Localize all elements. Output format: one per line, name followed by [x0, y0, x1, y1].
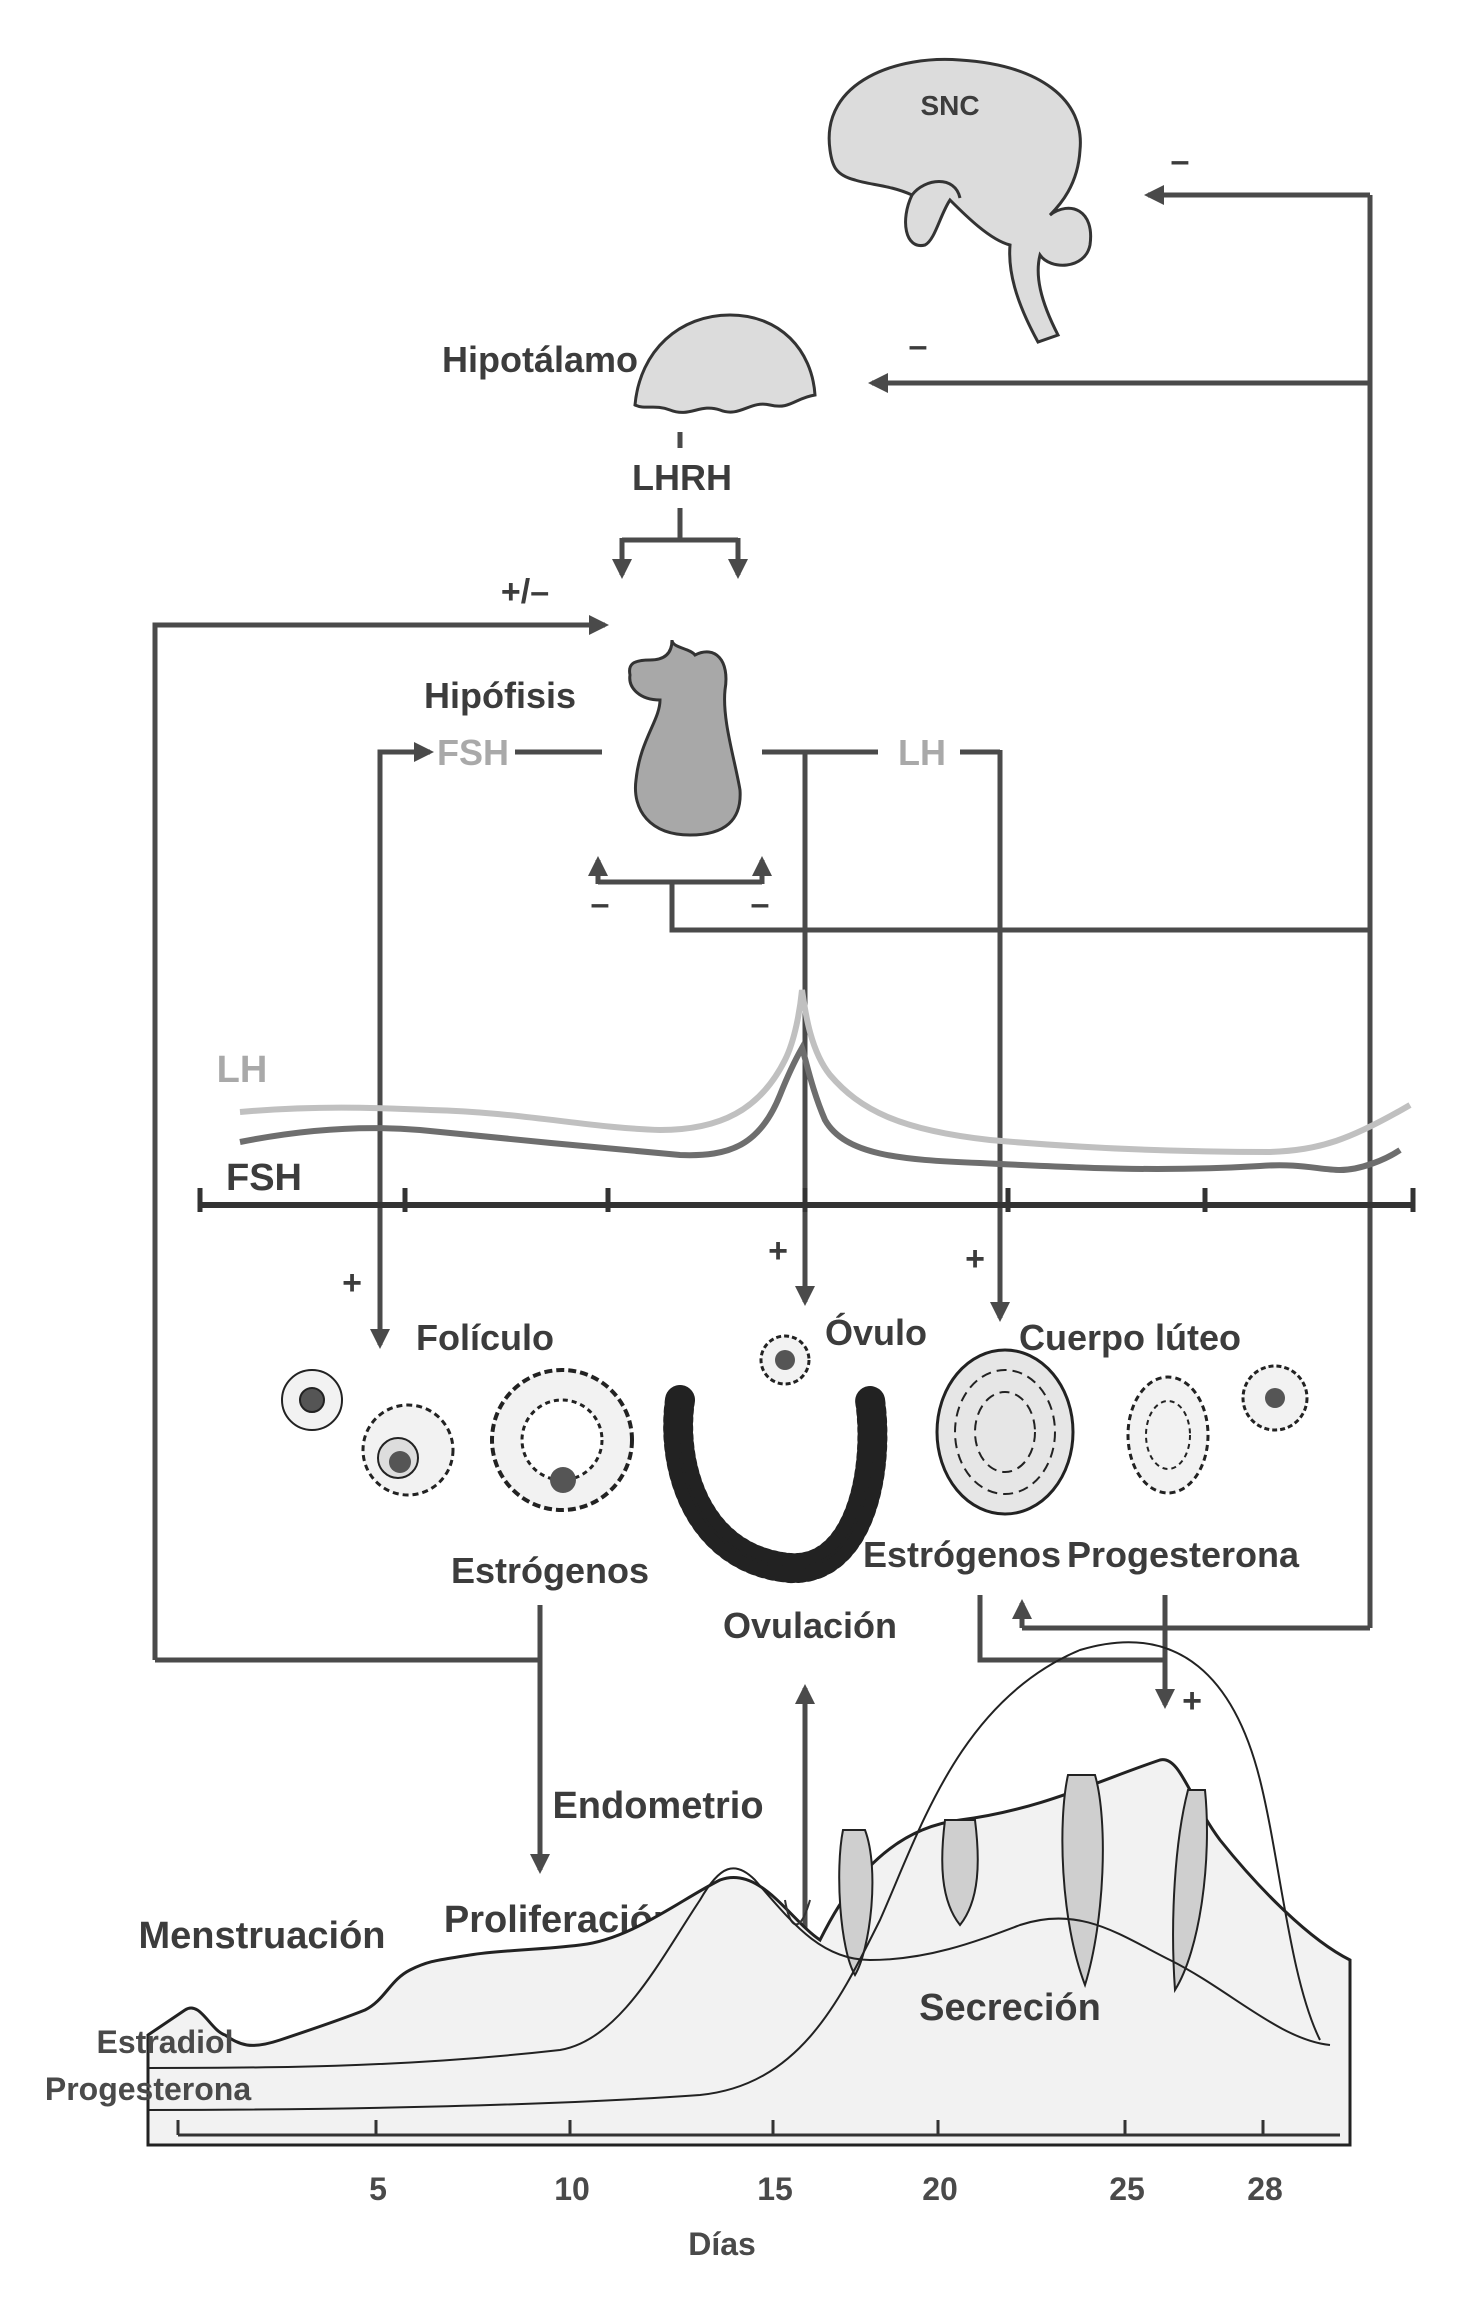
- released-ovum: [759, 1334, 811, 1386]
- lhrh-connector-branch: [622, 508, 738, 543]
- progesterone-label: Progesterona: [1067, 1534, 1300, 1575]
- fsh-curve: [239, 1040, 1402, 1174]
- axis-tick-5: 5: [369, 2171, 387, 2207]
- pituitary-feedback-line: [669, 882, 1370, 933]
- minus-sign-hypothalamus: –: [909, 327, 928, 365]
- cns-label: SNC: [920, 90, 979, 121]
- plus-minus-sign: +/–: [501, 573, 549, 611]
- axis-label-days: Días: [688, 2226, 756, 2262]
- minus-sign-pit-right: –: [751, 885, 770, 923]
- minus-sign-cns: –: [1171, 142, 1190, 180]
- estradiol-curve-label: Estradiol: [97, 2024, 234, 2060]
- endometrium-tissue: [146, 1758, 1352, 2147]
- menstruation-label: Menstruación: [138, 1915, 385, 1957]
- plus-sign-ovum: +: [768, 1232, 788, 1270]
- pituitary-label: Hipófisis: [424, 675, 576, 716]
- axis-tick-15: 15: [757, 2171, 793, 2207]
- lhrh-label: LHRH: [632, 457, 732, 498]
- progesterone-curve-label: Progesterona: [45, 2071, 251, 2107]
- plus-sign-follicle: +: [342, 1264, 362, 1302]
- corpus-albicans: [1241, 1364, 1309, 1432]
- pituitary-shape: [628, 639, 742, 837]
- plus-sign-endometrium: +: [1182, 1682, 1202, 1720]
- axis-tick-10: 10: [554, 2171, 590, 2207]
- follicle-stage-1: [281, 1369, 343, 1431]
- endometrial-glands: [784, 1774, 1208, 1994]
- minus-sign-pit-left: –: [591, 885, 610, 923]
- lh-label: LH: [898, 732, 946, 773]
- hypothalamus-shape: [633, 313, 817, 414]
- estrogens-label-1: Estrógenos: [451, 1550, 649, 1591]
- estrogens-2-to-endometrium-line: [977, 1595, 1165, 1663]
- hypothalamus-label: Hipotálamo: [442, 339, 638, 380]
- fsh-arrow-to-follicle: [377, 742, 434, 1345]
- axis-tick-28: 28: [1247, 2171, 1283, 2207]
- cns-brain: [827, 57, 1093, 344]
- estrogen-feedback-to-pituitary: [152, 615, 609, 1660]
- follicle-stage-3: [490, 1368, 634, 1512]
- follicle-label: Folículo: [416, 1317, 554, 1358]
- lh-curve-label: LH: [217, 1049, 268, 1091]
- corpus-luteum-stage-2: [1126, 1375, 1210, 1495]
- corpus-luteum-label: Cuerpo lúteo: [1019, 1317, 1241, 1358]
- follicle-stage-2: [361, 1403, 455, 1497]
- estrogens-label-2: Estrógenos: [863, 1534, 1061, 1575]
- endometrium-label: Endometrio: [552, 1785, 763, 1827]
- axis-tick-20: 20: [922, 2171, 958, 2207]
- corpus-luteum-stage-1: [935, 1348, 1075, 1516]
- axis-tick-25: 25: [1109, 2171, 1145, 2207]
- fsh-curve-label: FSH: [226, 1157, 302, 1199]
- hormone-axis: [197, 1188, 1416, 1212]
- follicle-ovulating: [663, 1385, 888, 1584]
- secretion-label: Secreción: [919, 1987, 1101, 2029]
- days-axis: [176, 2120, 1340, 2137]
- progesterone-curve: [147, 1641, 1321, 2111]
- estradiol-curve: [147, 1867, 1331, 2069]
- fsh-label: FSH: [437, 732, 509, 773]
- lh-curve: [239, 989, 1412, 1156]
- ovum-label: Óvulo: [825, 1311, 927, 1353]
- ovulation-label: Ovulación: [723, 1605, 897, 1646]
- plus-sign-corpus-luteum: +: [965, 1240, 985, 1278]
